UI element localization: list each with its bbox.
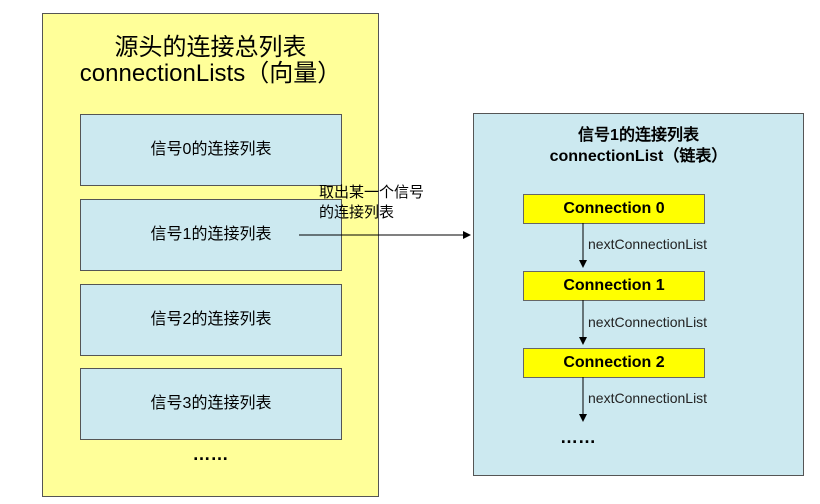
signal-list-box-3: 信号3的连接列表 (80, 368, 342, 440)
extract-callout: 取出某一个信号 的连接列表 (319, 183, 424, 223)
connection-box-2: Connection 2 (523, 348, 705, 378)
signal-panel-title: 信号1的连接列表 (578, 127, 699, 144)
signal-panel-subtitle: connectionList（链表） (549, 148, 728, 165)
source-panel-title: 源头的连接总列表 (114, 34, 307, 61)
callout-line-2: 的连接列表 (319, 204, 395, 221)
signal-list-box-0: 信号0的连接列表 (80, 114, 342, 186)
connection-box-0: Connection 0 (523, 194, 705, 224)
next-connection-label-0: nextConnectionList (588, 236, 708, 252)
connection-box-1: Connection 1 (523, 271, 705, 301)
callout-line-1: 取出某一个信号 (319, 184, 425, 201)
next-connection-label-1: nextConnectionList (588, 314, 708, 330)
signal-connection-list-panel: 信号1的连接列表 connectionList（链表） Connection 0… (473, 113, 804, 476)
source-connection-lists-panel: 源头的连接总列表 connectionLists（向量） 信号0的连接列表 信号… (42, 13, 379, 497)
source-list-ellipsis: …… (192, 444, 229, 464)
signal-list-box-1: 信号1的连接列表 (80, 199, 342, 271)
signal-list-box-2: 信号2的连接列表 (80, 284, 342, 356)
connection-list-ellipsis: …… (560, 427, 596, 447)
source-panel-subtitle: connectionLists（向量） (79, 60, 342, 87)
next-connection-label-2: nextConnectionList (588, 390, 708, 406)
